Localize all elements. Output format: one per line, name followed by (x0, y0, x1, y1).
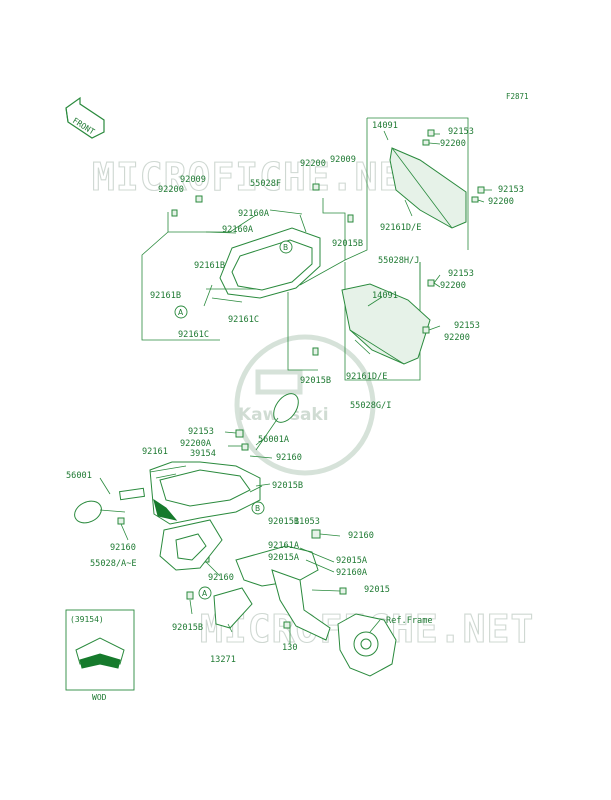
part-label: 92161D/E (346, 372, 387, 382)
part-label: 13271 (210, 655, 236, 665)
callout-a-lower: A (202, 589, 208, 598)
front-direction-arrow: FRONT (65, 96, 105, 139)
mirror-left (74, 500, 126, 524)
part-number-labels: 92153 92200 14091 92153 92200 92200 9200… (66, 121, 524, 665)
callout-markers: B A B A (174, 240, 293, 600)
part-label: 92161B (150, 291, 181, 301)
part-label: 92153 (188, 427, 214, 437)
part-label: 92015B (172, 623, 203, 633)
part-label: 92161B (194, 261, 225, 271)
part-label: 92160A (222, 225, 254, 235)
part-label: 92200A (180, 439, 212, 449)
part-label: 92015B (332, 239, 363, 249)
part-label: 92015A (268, 553, 300, 563)
part-label: 92200 (440, 139, 466, 149)
part-label: 92161C (228, 315, 259, 325)
part-label: 92160A (336, 568, 368, 578)
callout-b-upper: B (283, 243, 288, 252)
part-label: 92009 (330, 155, 356, 165)
part-label: 92200 (440, 281, 466, 291)
inset-variant: WOD (92, 693, 107, 702)
stay-bracket (213, 545, 335, 641)
callout-b-lower: B (255, 504, 260, 513)
part-label: 92015B (300, 376, 331, 386)
part-label: 14091 (372, 121, 398, 131)
part-label: 92161A (268, 541, 300, 551)
part-label: 92160 (276, 453, 302, 463)
part-label: 92153 (448, 127, 474, 137)
part-label: 55028G/I (350, 401, 391, 411)
part-label: 56001A (258, 435, 290, 445)
meter-cover-part (203, 209, 321, 307)
part-label: 39154 (190, 449, 216, 459)
part-label: 55028/A~E (90, 559, 137, 569)
part-label: 92153 (448, 269, 474, 279)
part-label: 92200 (158, 185, 184, 195)
inset-part-number: (39154) (70, 615, 104, 624)
part-label: Ref.Frame (386, 616, 433, 626)
part-label: 92161D/E (380, 223, 421, 233)
part-label: 92200 (300, 159, 326, 169)
windscreen-upper (389, 147, 467, 229)
part-label: 130 (282, 643, 298, 653)
part-label: 56001 (66, 471, 92, 481)
frame-reference (337, 613, 397, 677)
part-label: 92015B (272, 481, 303, 491)
leader-lines (99, 130, 492, 644)
part-label: 14091 (372, 291, 398, 301)
part-label: 92153 (498, 185, 524, 195)
fastener-bolts (117, 129, 485, 629)
part-label: 92015B (268, 517, 299, 527)
part-label: 92160 (208, 573, 234, 583)
part-label: 55028H/J (378, 256, 419, 266)
part-label: 92160A (238, 209, 270, 219)
part-label: 92200 (444, 333, 470, 343)
callout-a-upper: A (178, 308, 184, 317)
front-cowl-assembly (118, 461, 263, 571)
mirror-right (255, 393, 299, 451)
part-label: 92160 (110, 543, 136, 553)
variant-inset-box: (39154) WOD (65, 609, 135, 702)
windscreen-side (341, 283, 431, 365)
part-label: 92015 (364, 585, 390, 595)
watermark-site-top: MICROFICHE.NET (92, 155, 426, 199)
part-label: 11053 (294, 517, 320, 527)
part-label: 92161 (142, 447, 168, 457)
part-label: 92200 (488, 197, 514, 207)
part-label: 55028F (250, 179, 281, 189)
part-label: 92161C (178, 330, 209, 340)
page-code: F2871 (506, 92, 529, 101)
part-label: 92015A (336, 556, 368, 566)
part-label: 92160 (348, 531, 374, 541)
part-label: 92153 (454, 321, 480, 331)
part-label: 92009 (180, 175, 206, 185)
